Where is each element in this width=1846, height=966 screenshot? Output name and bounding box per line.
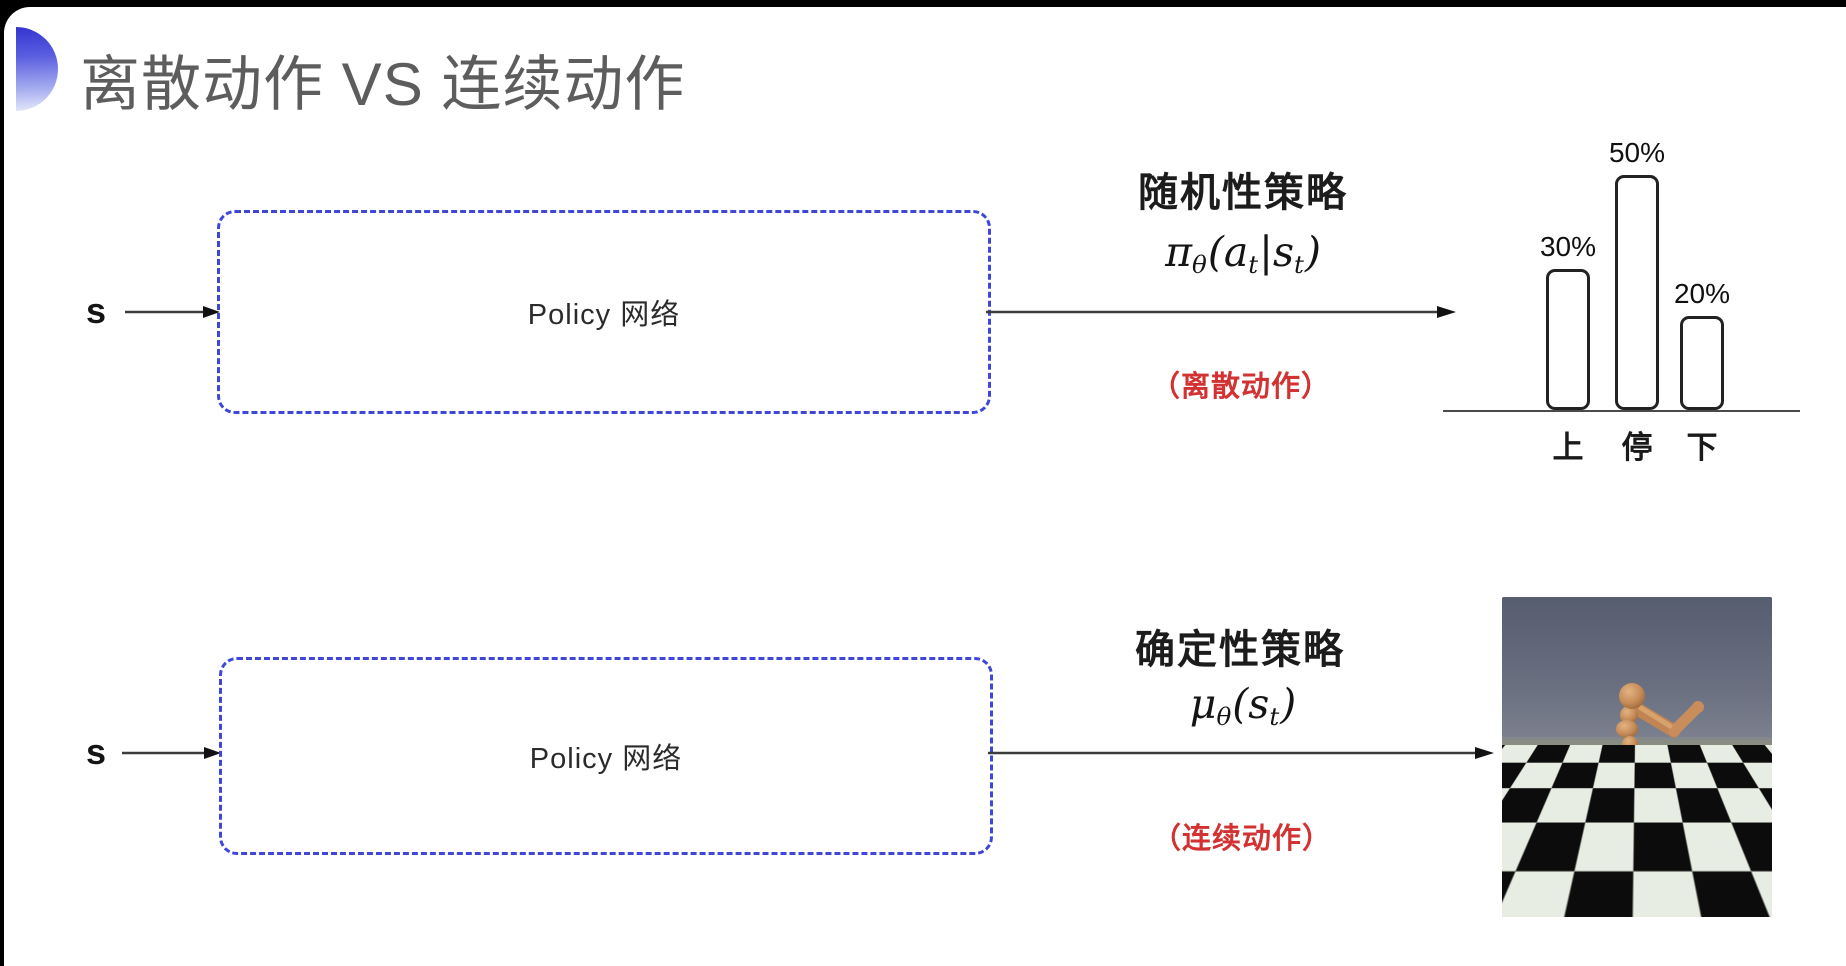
head — [1619, 683, 1645, 709]
formula-subscript: θ — [1216, 701, 1232, 731]
humanoid-figure — [1590, 683, 1704, 860]
formula-symbol: s — [1273, 228, 1295, 276]
deterministic-policy-formula: μθ(st) — [1093, 680, 1393, 731]
formula-symbol: ) — [1280, 680, 1297, 728]
input-arrow-1 — [125, 306, 220, 318]
formula-symbol: ) — [1304, 228, 1321, 276]
bar-category-label: 上 — [1552, 430, 1584, 465]
state-input-label-1: s — [86, 290, 107, 331]
formula-symbol: ( — [1232, 680, 1249, 728]
bar-value-label: 20% — [1673, 278, 1731, 309]
action-probability-bar-chart: 30% 上 50% 停 20% 下 — [1443, 118, 1803, 468]
output-arrow-2 — [988, 747, 1494, 759]
formula-subscript: t — [1294, 249, 1304, 279]
stochastic-policy-title: 随机性策略 — [1138, 171, 1348, 215]
torso — [1620, 756, 1647, 804]
formula-subscript: t — [1248, 249, 1259, 279]
deterministic-policy-title: 确定性策略 — [1135, 628, 1345, 672]
bar-category-label: 下 — [1686, 430, 1718, 465]
formula-symbol: | — [1259, 228, 1273, 276]
state-input-label-2: s — [86, 731, 107, 772]
bar-value-label: 50% — [1608, 137, 1666, 168]
policy-network-label-1: Policy 网络 — [527, 299, 681, 331]
arm — [1632, 701, 1704, 738]
slide-title: 离散动作 VS 连续动作 — [80, 51, 686, 118]
formula-symbol: s — [1248, 680, 1270, 728]
formula-symbol: μ — [1189, 680, 1217, 728]
formula-symbol: ( — [1207, 228, 1224, 276]
humanoid-simulation-image — [1502, 597, 1772, 917]
formula-symbol: π — [1165, 228, 1193, 276]
bar-category-label: 停 — [1621, 430, 1653, 465]
formula-subscript: t — [1269, 701, 1280, 731]
bar — [1680, 316, 1724, 410]
formula-symbol: a — [1223, 228, 1249, 276]
chart-baseline — [1443, 410, 1800, 412]
policy-network-box-1: Policy 网络 — [217, 210, 991, 414]
discrete-action-note: （离散动作） — [1150, 371, 1331, 403]
output-arrow-1 — [986, 306, 1456, 318]
input-arrow-2 — [122, 747, 221, 759]
formula-subscript: θ — [1192, 249, 1207, 279]
continuous-action-note: （连续动作） — [1151, 823, 1332, 855]
scene-sky — [1502, 597, 1772, 745]
policy-network-box-2: Policy 网络 — [219, 657, 993, 855]
spine — [1616, 706, 1640, 766]
bar — [1615, 175, 1659, 410]
stochastic-policy-formula: πθ(at|st) — [1093, 228, 1393, 279]
bar-value-label: 30% — [1539, 231, 1597, 262]
bar — [1546, 269, 1590, 410]
policy-network-label-2: Policy 网络 — [529, 743, 683, 775]
